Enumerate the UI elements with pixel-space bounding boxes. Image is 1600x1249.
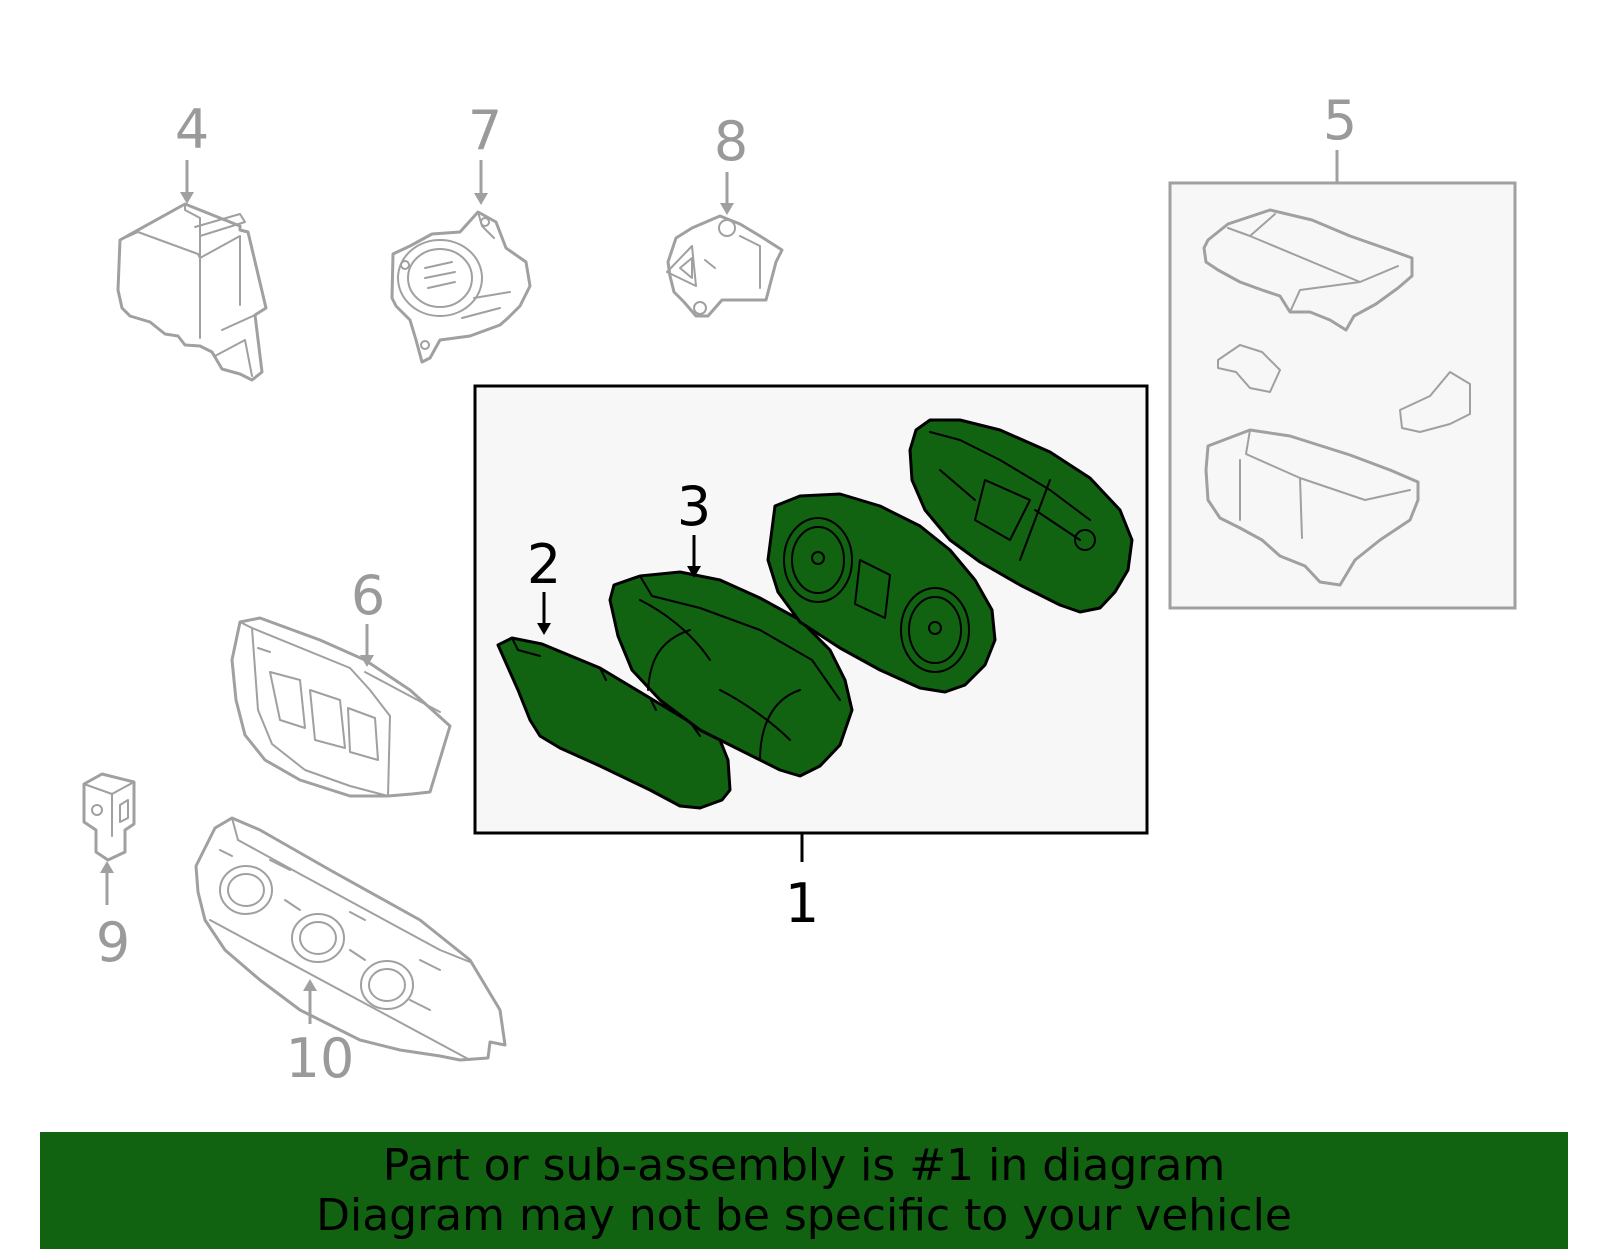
callout-10-arrowhead: [303, 979, 317, 991]
part-gauge-face[interactable]: [766, 492, 997, 694]
callout-6-arrowhead: [360, 655, 374, 667]
part-5-sub-components[interactable]: [1202, 208, 1471, 587]
callout-2: 2: [527, 533, 561, 596]
part-cluster-housing[interactable]: [908, 418, 1134, 614]
callout-2-arrowhead: [537, 623, 551, 635]
part-7-start-switch[interactable]: [390, 210, 532, 364]
callout-9-arrowhead: [100, 861, 114, 873]
callout-1: 1: [785, 872, 819, 935]
banner-line-2: Diagram may not be specific to your vehi…: [316, 1189, 1292, 1241]
callout-3-arrowhead: [687, 566, 701, 578]
callout-10: 10: [286, 1027, 355, 1090]
callout-4-arrowhead: [180, 192, 194, 204]
part-3-cluster-bezel[interactable]: [608, 570, 854, 778]
part-4-control-module[interactable]: [116, 202, 268, 382]
callout-7: 7: [468, 99, 502, 162]
sub-assembly-box: [1168, 181, 1517, 610]
callout-8: 8: [714, 110, 748, 173]
callout-9: 9: [96, 911, 130, 974]
callout-6: 6: [351, 564, 385, 627]
part-6-switch-panel[interactable]: [230, 616, 452, 798]
part-10-climate-panel[interactable]: [194, 816, 507, 1062]
callout-4: 4: [175, 98, 209, 161]
callout-5: 5: [1323, 89, 1357, 152]
part-2-cluster-lens[interactable]: [496, 636, 732, 810]
part-8-switch[interactable]: [666, 214, 784, 318]
banner-line-1: Part or sub-assembly is #1 in diagram: [382, 1139, 1226, 1191]
callout-7-arrowhead: [474, 193, 488, 205]
banner-background: [40, 1132, 1568, 1249]
callout-8-arrowhead: [720, 203, 734, 215]
part-9-connector[interactable]: [82, 772, 136, 862]
info-banner: Part or sub-assembly is #1 in diagram Di…: [40, 1132, 1568, 1249]
callout-3: 3: [677, 475, 711, 538]
